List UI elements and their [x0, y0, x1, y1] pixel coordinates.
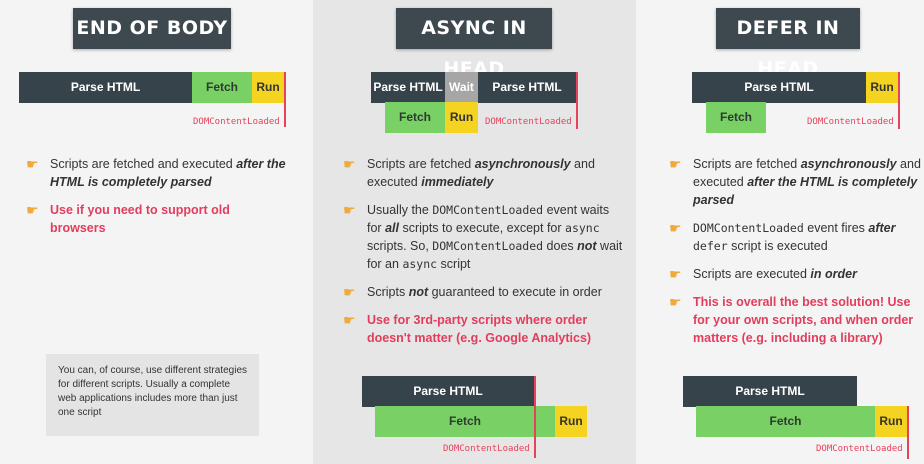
dom-content-loaded-marker	[898, 72, 900, 129]
hand-pointer-icon: ☛	[343, 312, 356, 328]
dom-content-loaded-marker	[907, 406, 909, 459]
dom-content-loaded-label: DOMContentLoaded	[443, 444, 530, 454]
run-bar: Run	[555, 406, 587, 437]
hand-pointer-icon: ☛	[343, 156, 356, 172]
column-title: ASYNC IN HEAD	[396, 8, 552, 80]
column-async-in-head: ASYNC IN HEAD Parse HTML Wait Parse HTML…	[313, 0, 636, 464]
bullet-item: ☛ Scripts are fetched and executed after…	[26, 156, 286, 189]
dom-content-loaded-label: DOMContentLoaded	[485, 117, 572, 127]
parse-html-bar: Parse HTML	[692, 72, 866, 103]
run-bar: Run	[252, 72, 284, 103]
parse-html-bar: Parse HTML	[371, 72, 445, 103]
run-bar: Run	[875, 406, 907, 437]
bullet-item: ☛ Scripts are fetched asynchronously and…	[669, 156, 921, 207]
bullet-list: ☛ Scripts are fetched and executed after…	[26, 155, 286, 247]
dom-content-loaded-label: DOMContentLoaded	[193, 117, 280, 127]
bullet-item: ☛ Scripts are fetched asynchronously and…	[343, 156, 595, 189]
hand-pointer-icon: ☛	[343, 284, 356, 300]
fetch-bar: Fetch	[696, 406, 875, 437]
hand-pointer-icon: ☛	[669, 266, 682, 282]
dom-content-loaded-marker	[534, 376, 536, 458]
dom-content-loaded-marker	[284, 72, 286, 127]
fetch-bar: Fetch	[192, 72, 252, 103]
hand-pointer-icon: ☛	[26, 156, 39, 172]
bullet-item: ☛ Use for 3rd-party scripts where order …	[343, 312, 592, 345]
parse-html-bar: Parse HTML	[478, 72, 576, 103]
bullet-item: ☛ Scripts not guaranteed to execute in o…	[343, 284, 602, 300]
hand-pointer-icon: ☛	[26, 202, 39, 218]
bullet-list: ☛ Scripts are fetched asynchronously and…	[343, 155, 623, 357]
column-title: DEFER IN HEAD	[716, 8, 860, 80]
column-title: END OF BODY	[73, 8, 231, 49]
hand-pointer-icon: ☛	[669, 156, 682, 172]
bullet-item: ☛ Usually the DOMContentLoaded event wai…	[343, 202, 623, 271]
hand-pointer-icon: ☛	[669, 294, 682, 310]
wait-bar: Wait	[445, 72, 478, 103]
parse-html-bar: Parse HTML	[683, 376, 857, 407]
fetch-bar: Fetch	[385, 102, 445, 133]
fetch-bar: Fetch	[375, 406, 555, 437]
column-defer-in-head: DEFER IN HEAD Parse HTML Run Fetch DOMCo…	[636, 0, 924, 464]
fetch-bar: Fetch	[706, 102, 766, 133]
run-bar: Run	[866, 72, 898, 103]
run-bar: Run	[445, 102, 478, 133]
dom-content-loaded-marker	[576, 72, 578, 129]
parse-html-bar: Parse HTML	[362, 376, 534, 407]
bullet-list: ☛ Scripts are fetched asynchronously and…	[669, 155, 921, 357]
bullet-item: ☛ Scripts are executed in order	[669, 266, 857, 282]
parse-html-bar: Parse HTML	[19, 72, 192, 103]
hand-pointer-icon: ☛	[343, 202, 356, 218]
bullet-item: ☛ Use if you need to support old browser…	[26, 202, 230, 235]
hand-pointer-icon: ☛	[669, 220, 682, 236]
column-end-of-body: END OF BODY Parse HTML Fetch Run DOMCont…	[0, 0, 313, 464]
dom-content-loaded-label: DOMContentLoaded	[807, 117, 894, 127]
bullet-item: ☛ DOMContentLoaded event fires after def…	[669, 220, 896, 253]
dom-content-loaded-label: DOMContentLoaded	[816, 444, 903, 454]
bullet-item: ☛ This is overall the best solution! Use…	[669, 294, 914, 345]
strategy-note: You can, of course, use different strate…	[46, 354, 259, 436]
